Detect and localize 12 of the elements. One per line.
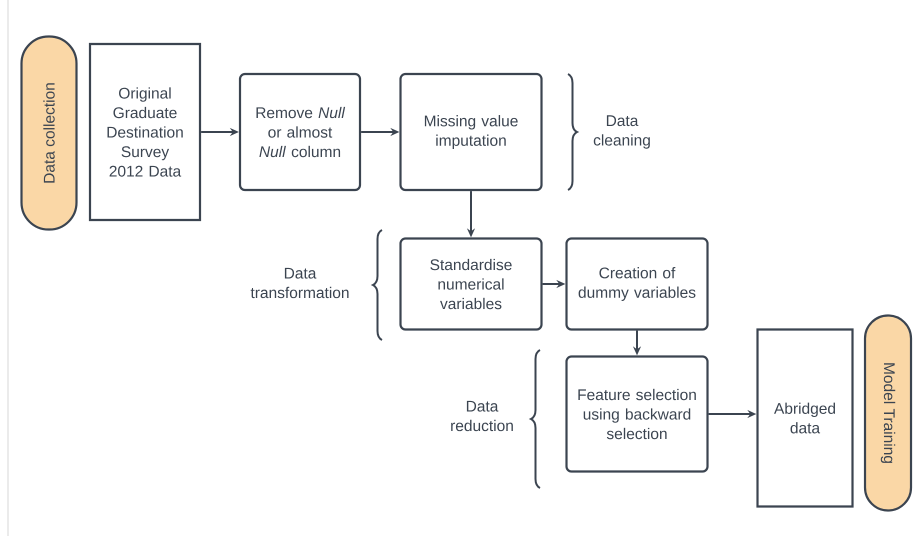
- process-box: Feature selection using backward selection: [565, 355, 709, 473]
- stage-label: Data cleaning: [594, 115, 650, 149]
- process-box: Missing value imputation: [399, 72, 543, 192]
- terminal-pill: Model Training: [864, 314, 912, 512]
- terminal-pill: Data collection: [20, 35, 78, 231]
- process-box: Remove Null or almost Null column: [238, 72, 362, 192]
- data-box: Abridged data: [756, 328, 854, 508]
- stage-label: Data reduction: [451, 400, 513, 432]
- stage-label: Data transformation: [250, 268, 349, 298]
- process-box: Creation of dummy variables: [565, 237, 709, 331]
- process-box: Standardise numerical variables: [399, 237, 543, 331]
- data-box: Original Graduate Destination Survey 2012 Data: [88, 42, 202, 222]
